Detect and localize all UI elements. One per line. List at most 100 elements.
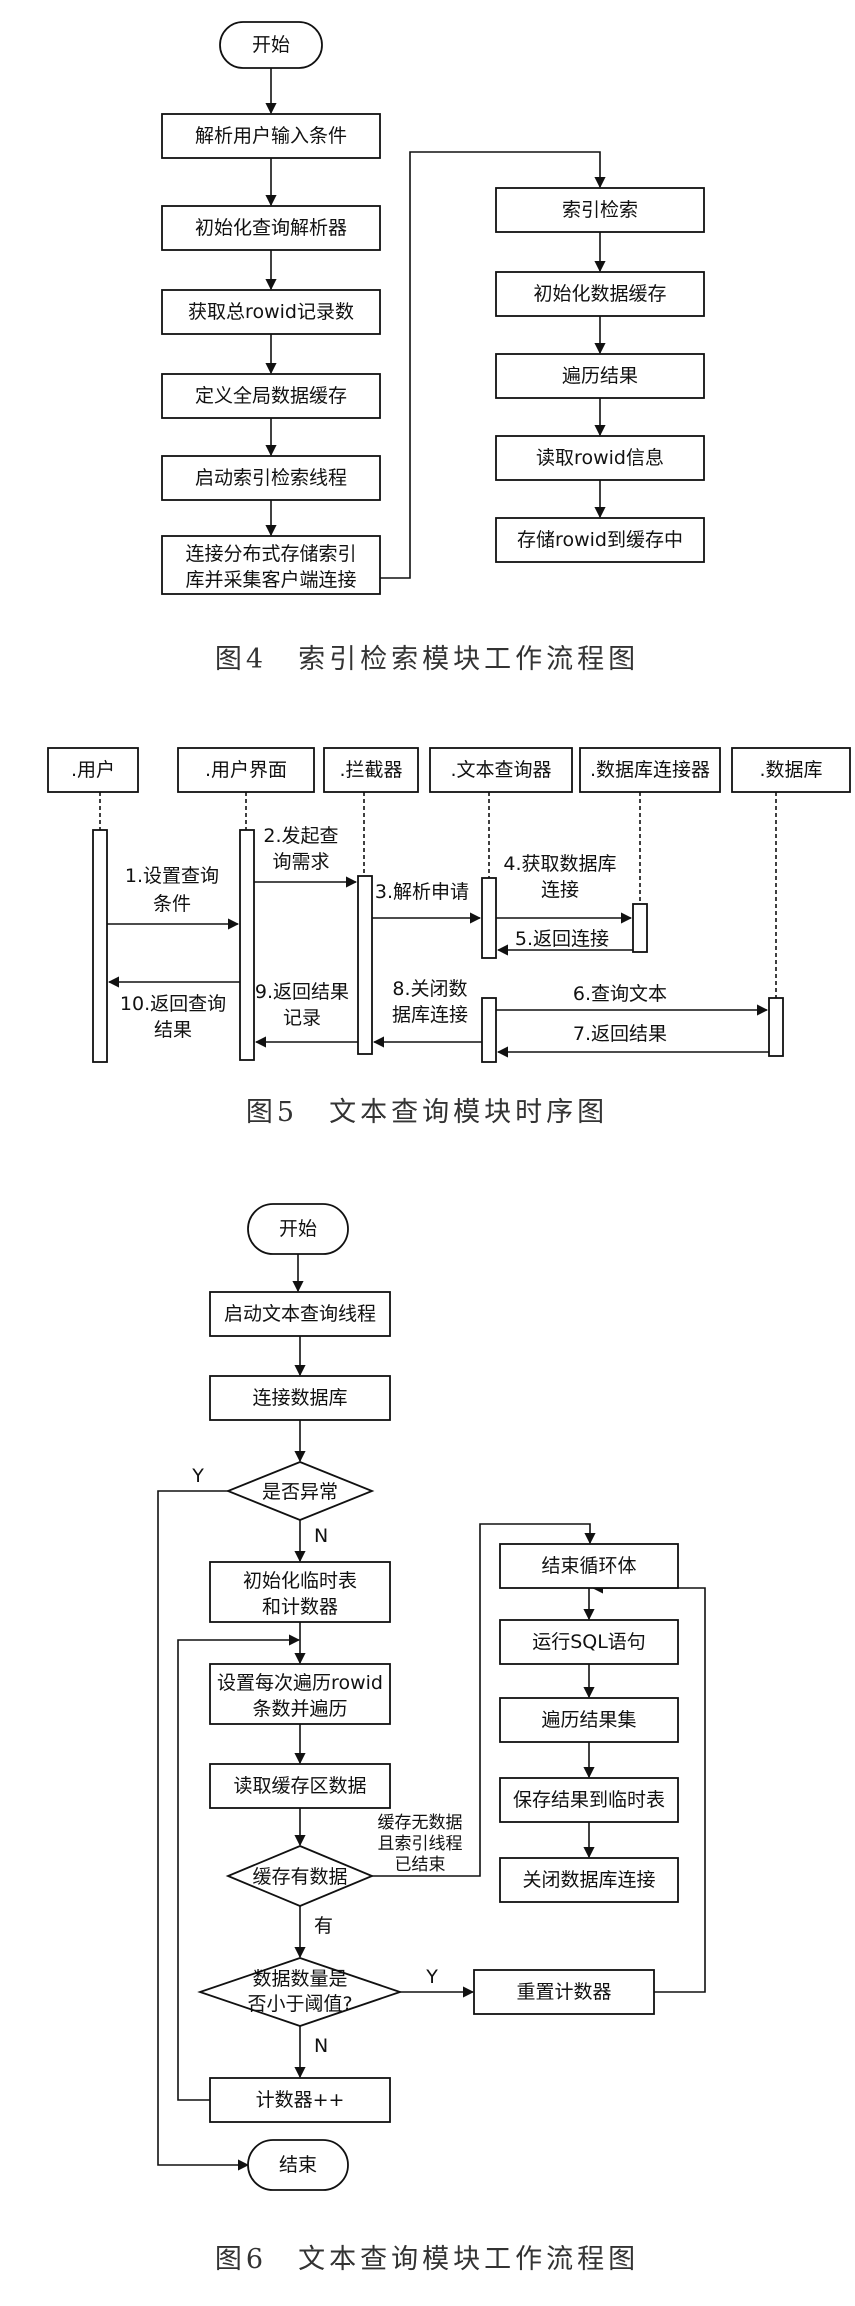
- fig6-decision-label: 数据数量是: [252, 1968, 347, 1990]
- fig6-step-label: 计数器++: [256, 2089, 345, 2111]
- fig6-step-connect-db: [209, 1375, 391, 1421]
- fig4-step-start-thread: [161, 455, 381, 501]
- fig6-n-label: N: [314, 2035, 328, 2057]
- fig5-activation-text-query-2: [481, 997, 497, 1063]
- fig6-n-label: N: [314, 1525, 328, 1547]
- fig6-step-label: 重置计数器: [516, 1981, 611, 2003]
- fig4-step-label: 获取总rowid记录数: [188, 301, 354, 323]
- fig5-activation-text-query-1: [481, 877, 497, 959]
- fig4-start-label: 开始: [252, 34, 290, 56]
- fig6-flowchart: 开始 启动文本查询线程 连接数据库 是否异常 Y N 初始化临时表 和计数器 设…: [157, 1203, 706, 2275]
- fig5-msg-label: 询需求: [272, 851, 329, 873]
- fig5-lifeline-label: .文本查询器: [450, 759, 551, 781]
- fig5-lifeline-label: .数据库: [759, 759, 822, 781]
- fig5-msg-label: 9.返回结果: [255, 981, 349, 1003]
- fig6-end-node: [247, 2139, 349, 2191]
- fig5-msg-label: 5.返回连接: [515, 928, 609, 950]
- fig6-branch-label: 且索引线程: [378, 1834, 463, 1854]
- fig6-step-traverse-rs: [499, 1697, 679, 1743]
- fig6-step-label: 设置每次遍历rowid: [217, 1672, 383, 1694]
- fig6-step-read-cache: [209, 1763, 391, 1809]
- fig6-decision-label: 否小于阈值?: [247, 1993, 352, 2015]
- fig5-msg-label: 3.解析申请: [375, 881, 469, 903]
- fig4-step-label: 初始化查询解析器: [195, 217, 347, 239]
- fig5-lifeline-label: .用户: [71, 759, 115, 781]
- fig6-has-label: 有: [314, 1915, 333, 1937]
- fig4-step-store-rowid: [495, 517, 705, 563]
- fig5-msg-label: 连接: [541, 879, 579, 901]
- fig6-caption: 图6 文本查询模块工作流程图: [215, 2244, 639, 2275]
- fig6-step-run-sql: [499, 1619, 679, 1665]
- fig4-step-init-cache: [495, 271, 705, 317]
- fig4-flowchart: 开始 解析用户输入条件 初始化查询解析器 获取总rowid记录数 定义全局数据缓…: [161, 21, 705, 675]
- fig4-step-label: 连接分布式存储索引: [185, 543, 356, 565]
- fig6-step-label: 保存结果到临时表: [513, 1789, 665, 1811]
- fig6-step-label: 和计数器: [262, 1596, 338, 1618]
- fig4-step-define-cache: [161, 373, 381, 419]
- fig5-lifeline-interceptor: [323, 747, 419, 793]
- fig6-step-label: 运行SQL语句: [532, 1631, 646, 1653]
- fig5-lifeline-db-connector: [579, 747, 721, 793]
- fig6-step-label: 结束循环体: [541, 1555, 636, 1577]
- fig6-step-label: 关闭数据库连接: [522, 1869, 655, 1891]
- fig5-activation-db-connector: [632, 903, 648, 953]
- fig5-msg-label: 7.返回结果: [573, 1023, 667, 1045]
- fig5-lifeline-user: [47, 747, 139, 793]
- fig6-exception-yes-arrow: [157, 1490, 250, 2171]
- fig6-decision-label: 是否异常: [262, 1481, 338, 1503]
- fig6-start-label: 开始: [279, 1218, 317, 1240]
- fig4-step-traverse: [495, 353, 705, 399]
- fig6-step-init-temp: [209, 1561, 391, 1623]
- fig5-msg-label: 2.发起查: [263, 825, 338, 847]
- fig4-step-label: 库并采集客户端连接: [185, 569, 356, 591]
- fig5-activation-user: [92, 829, 108, 1063]
- fig6-y-label: Y: [191, 1465, 204, 1487]
- fig4-step-get-rowid-count: [161, 289, 381, 335]
- fig5-msg-label: 1.设置查询: [125, 865, 219, 887]
- fig5-msg-label: 6.查询文本: [573, 983, 667, 1005]
- fig6-step-set-rowid: [209, 1663, 391, 1725]
- fig6-y-label: Y: [425, 1966, 438, 1988]
- fig5-msg-label: 条件: [153, 893, 191, 915]
- fig4-step-connect-storage: [161, 535, 381, 595]
- fig5-msg-label: 10.返回查询: [120, 993, 226, 1015]
- fig6-step-save-temp: [499, 1777, 679, 1823]
- fig5-activation-ui: [239, 829, 255, 1061]
- fig6-step-label: 启动文本查询线程: [224, 1303, 376, 1325]
- fig5-caption: 图5 文本查询模块时序图: [246, 1097, 608, 1128]
- fig5-lifeline-database: [731, 747, 851, 793]
- fig6-step-label: 条数并遍历: [252, 1698, 347, 1720]
- fig4-step-label: 初始化数据缓存: [533, 283, 666, 305]
- fig6-step-label: 读取缓存区数据: [233, 1775, 366, 1797]
- fig4-step-parse-input: [161, 113, 381, 159]
- fig6-loop-back-arrow: [177, 1634, 301, 2101]
- fig6-decision-label: 缓存有数据: [252, 1866, 347, 1888]
- fig5-activation-database: [768, 997, 784, 1057]
- fig5-lifeline-text-query: [429, 747, 573, 793]
- fig6-step-label: 初始化临时表: [243, 1570, 357, 1592]
- fig6-branch-label: 缓存无数据: [378, 1813, 463, 1833]
- fig6-end-label: 结束: [279, 2154, 317, 2176]
- fig5-sequence-diagram: .用户 .用户界面 .拦截器 .文本查询器 .数据库连接器 .数据库 1.设置查…: [47, 747, 851, 1128]
- fig5-lifeline-label: .用户界面: [205, 759, 287, 781]
- fig5-msg-label: 结果: [154, 1019, 192, 1041]
- fig4-step-label: 启动索引检索线程: [195, 467, 347, 489]
- fig5-msg-label: 据库连接: [392, 1004, 468, 1026]
- fig4-step-label: 遍历结果: [562, 365, 638, 387]
- fig4-connector-arrow: [380, 151, 606, 579]
- fig5-activation-interceptor: [357, 875, 373, 1055]
- fig5-lifeline-label: .拦截器: [339, 759, 402, 781]
- fig4-step-label: 存储rowid到缓存中: [517, 529, 683, 551]
- fig4-step-index-search: [495, 187, 705, 233]
- fig6-step-label: 连接数据库: [252, 1387, 347, 1409]
- fig5-lifeline-label: .数据库连接器: [590, 759, 710, 781]
- fig4-step-label: 解析用户输入条件: [195, 125, 347, 147]
- fig4-step-label: 索引检索: [562, 199, 638, 221]
- fig5-msg-label: 4.获取数据库: [503, 853, 616, 875]
- fig5-msg-label: 记录: [283, 1007, 321, 1029]
- fig4-step-label: 定义全局数据缓存: [195, 385, 347, 407]
- fig6-branch-label: 已结束: [395, 1855, 446, 1875]
- fig4-step-label: 读取rowid信息: [536, 447, 664, 469]
- fig6-step-close-conn: [499, 1857, 679, 1903]
